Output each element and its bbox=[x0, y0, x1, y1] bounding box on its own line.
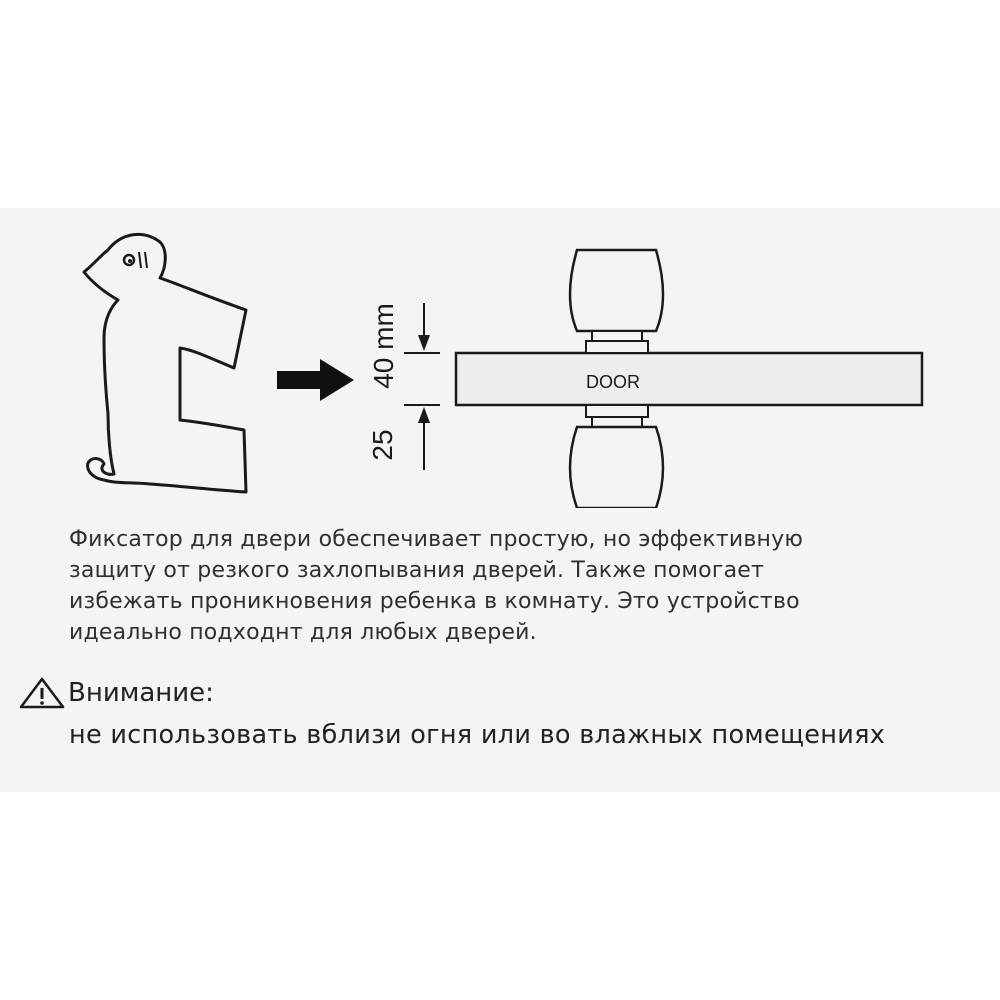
description-text: Фиксатор для двери обеспечивает простую,… bbox=[69, 524, 969, 648]
description-line: идеально подходнт для любых дверей. bbox=[69, 620, 537, 645]
warning-triangle-icon bbox=[19, 677, 65, 709]
description-line: избежать проникновения ребенка в комнату… bbox=[69, 589, 800, 614]
door-illustration: DOOR bbox=[454, 248, 924, 508]
cat-stopper-icon bbox=[82, 232, 248, 494]
warning-title: Внимание: bbox=[68, 678, 214, 708]
dim-40-label: 40 mm bbox=[368, 303, 399, 389]
door-knob-top-icon bbox=[568, 248, 665, 333]
instruction-card: 40 mm 25 DOOR Фиксатор для двери обеспеч… bbox=[0, 208, 1000, 792]
warning-heading: Внимание: bbox=[18, 676, 214, 710]
description-line: защиту от резкого захлопывания дверей. Т… bbox=[69, 558, 765, 583]
warning-text: не использовать вблизи огня или во влажн… bbox=[69, 720, 886, 750]
usage-diagram: 40 mm 25 DOOR bbox=[82, 232, 924, 508]
door-label: DOOR bbox=[586, 372, 640, 392]
description-line: Фиксатор для двери обеспечивает простую,… bbox=[69, 527, 804, 552]
door-knob-bottom-icon bbox=[568, 425, 665, 508]
arrow-right-icon bbox=[277, 359, 354, 401]
dimension-40mm: 40 mm 25 bbox=[367, 303, 440, 470]
dim-25-label: 25 bbox=[367, 429, 398, 460]
cat-eye-icon bbox=[122, 253, 136, 267]
